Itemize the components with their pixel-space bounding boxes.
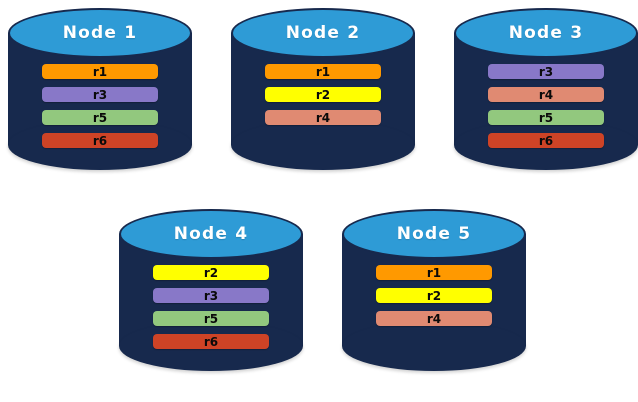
node-2-label: Node 2: [285, 22, 361, 43]
replica-label: r4: [538, 87, 554, 102]
replica-label: r5: [92, 110, 108, 125]
node-2-top-ellipse[interactable]: Node 2: [231, 8, 415, 58]
replica-label: r6: [538, 133, 554, 148]
replica-label: r6: [203, 334, 219, 349]
node-3[interactable]: Node 3 r3 r4 r5 r6: [454, 8, 638, 170]
node-5-replica-r1[interactable]: r1: [376, 265, 492, 280]
node-2-replica-list: r1 r2 r4: [265, 64, 381, 125]
replica-label: r3: [203, 288, 219, 303]
node-3-top-ellipse[interactable]: Node 3: [454, 8, 638, 58]
node-5-replica-r4[interactable]: r4: [376, 311, 492, 326]
node-5-replica-r2[interactable]: r2: [376, 288, 492, 303]
replica-label: r4: [426, 311, 442, 326]
node-5-replica-list: r1 r2 r4: [376, 265, 492, 326]
node-4-label: Node 4: [173, 223, 249, 244]
replica-label: r3: [92, 87, 108, 102]
node-1-top-ellipse[interactable]: Node 1: [8, 8, 192, 58]
node-3-replica-r5[interactable]: r5: [488, 110, 604, 125]
node-2-base-ellipse: [231, 120, 415, 170]
node-4-replica-r2[interactable]: r2: [153, 265, 269, 280]
node-1-replica-r5[interactable]: r5: [42, 110, 158, 125]
node-5-base-ellipse: [342, 321, 526, 371]
node-1-replica-r1[interactable]: r1: [42, 64, 158, 79]
replica-label: r2: [426, 288, 442, 303]
node-2-replica-r2[interactable]: r2: [265, 87, 381, 102]
node-2[interactable]: Node 2 r1 r2 r4: [231, 8, 415, 170]
node-3-replica-r4[interactable]: r4: [488, 87, 604, 102]
replica-label: r5: [203, 311, 219, 326]
replica-label: r1: [315, 64, 331, 79]
replica-label: r2: [315, 87, 331, 102]
node-1[interactable]: Node 1 r1 r3 r5 r6: [8, 8, 192, 170]
node-4-replica-r6[interactable]: r6: [153, 334, 269, 349]
node-5[interactable]: Node 5 r1 r2 r4: [342, 209, 526, 371]
node-2-replica-r1[interactable]: r1: [265, 64, 381, 79]
node-4-top-ellipse[interactable]: Node 4: [119, 209, 303, 259]
node-1-replica-r3[interactable]: r3: [42, 87, 158, 102]
node-4-replica-list: r2 r3 r5 r6: [153, 265, 269, 349]
node-1-label: Node 1: [62, 22, 138, 43]
node-4[interactable]: Node 4 r2 r3 r5 r6: [119, 209, 303, 371]
replica-label: r6: [92, 133, 108, 148]
replica-label: r1: [426, 265, 442, 280]
node-1-replica-list: r1 r3 r5 r6: [42, 64, 158, 148]
node-5-label: Node 5: [396, 223, 472, 244]
node-4-replica-r3[interactable]: r3: [153, 288, 269, 303]
node-2-replica-r4[interactable]: r4: [265, 110, 381, 125]
node-3-replica-list: r3 r4 r5 r6: [488, 64, 604, 148]
replica-label: r2: [203, 265, 219, 280]
replica-label: r3: [538, 64, 554, 79]
node-1-replica-r6[interactable]: r6: [42, 133, 158, 148]
node-3-replica-r3[interactable]: r3: [488, 64, 604, 79]
node-3-replica-r6[interactable]: r6: [488, 133, 604, 148]
node-5-top-ellipse[interactable]: Node 5: [342, 209, 526, 259]
replica-label: r1: [92, 64, 108, 79]
replica-label: r5: [538, 110, 554, 125]
node-4-replica-r5[interactable]: r5: [153, 311, 269, 326]
node-3-label: Node 3: [508, 22, 584, 43]
replica-label: r4: [315, 110, 331, 125]
